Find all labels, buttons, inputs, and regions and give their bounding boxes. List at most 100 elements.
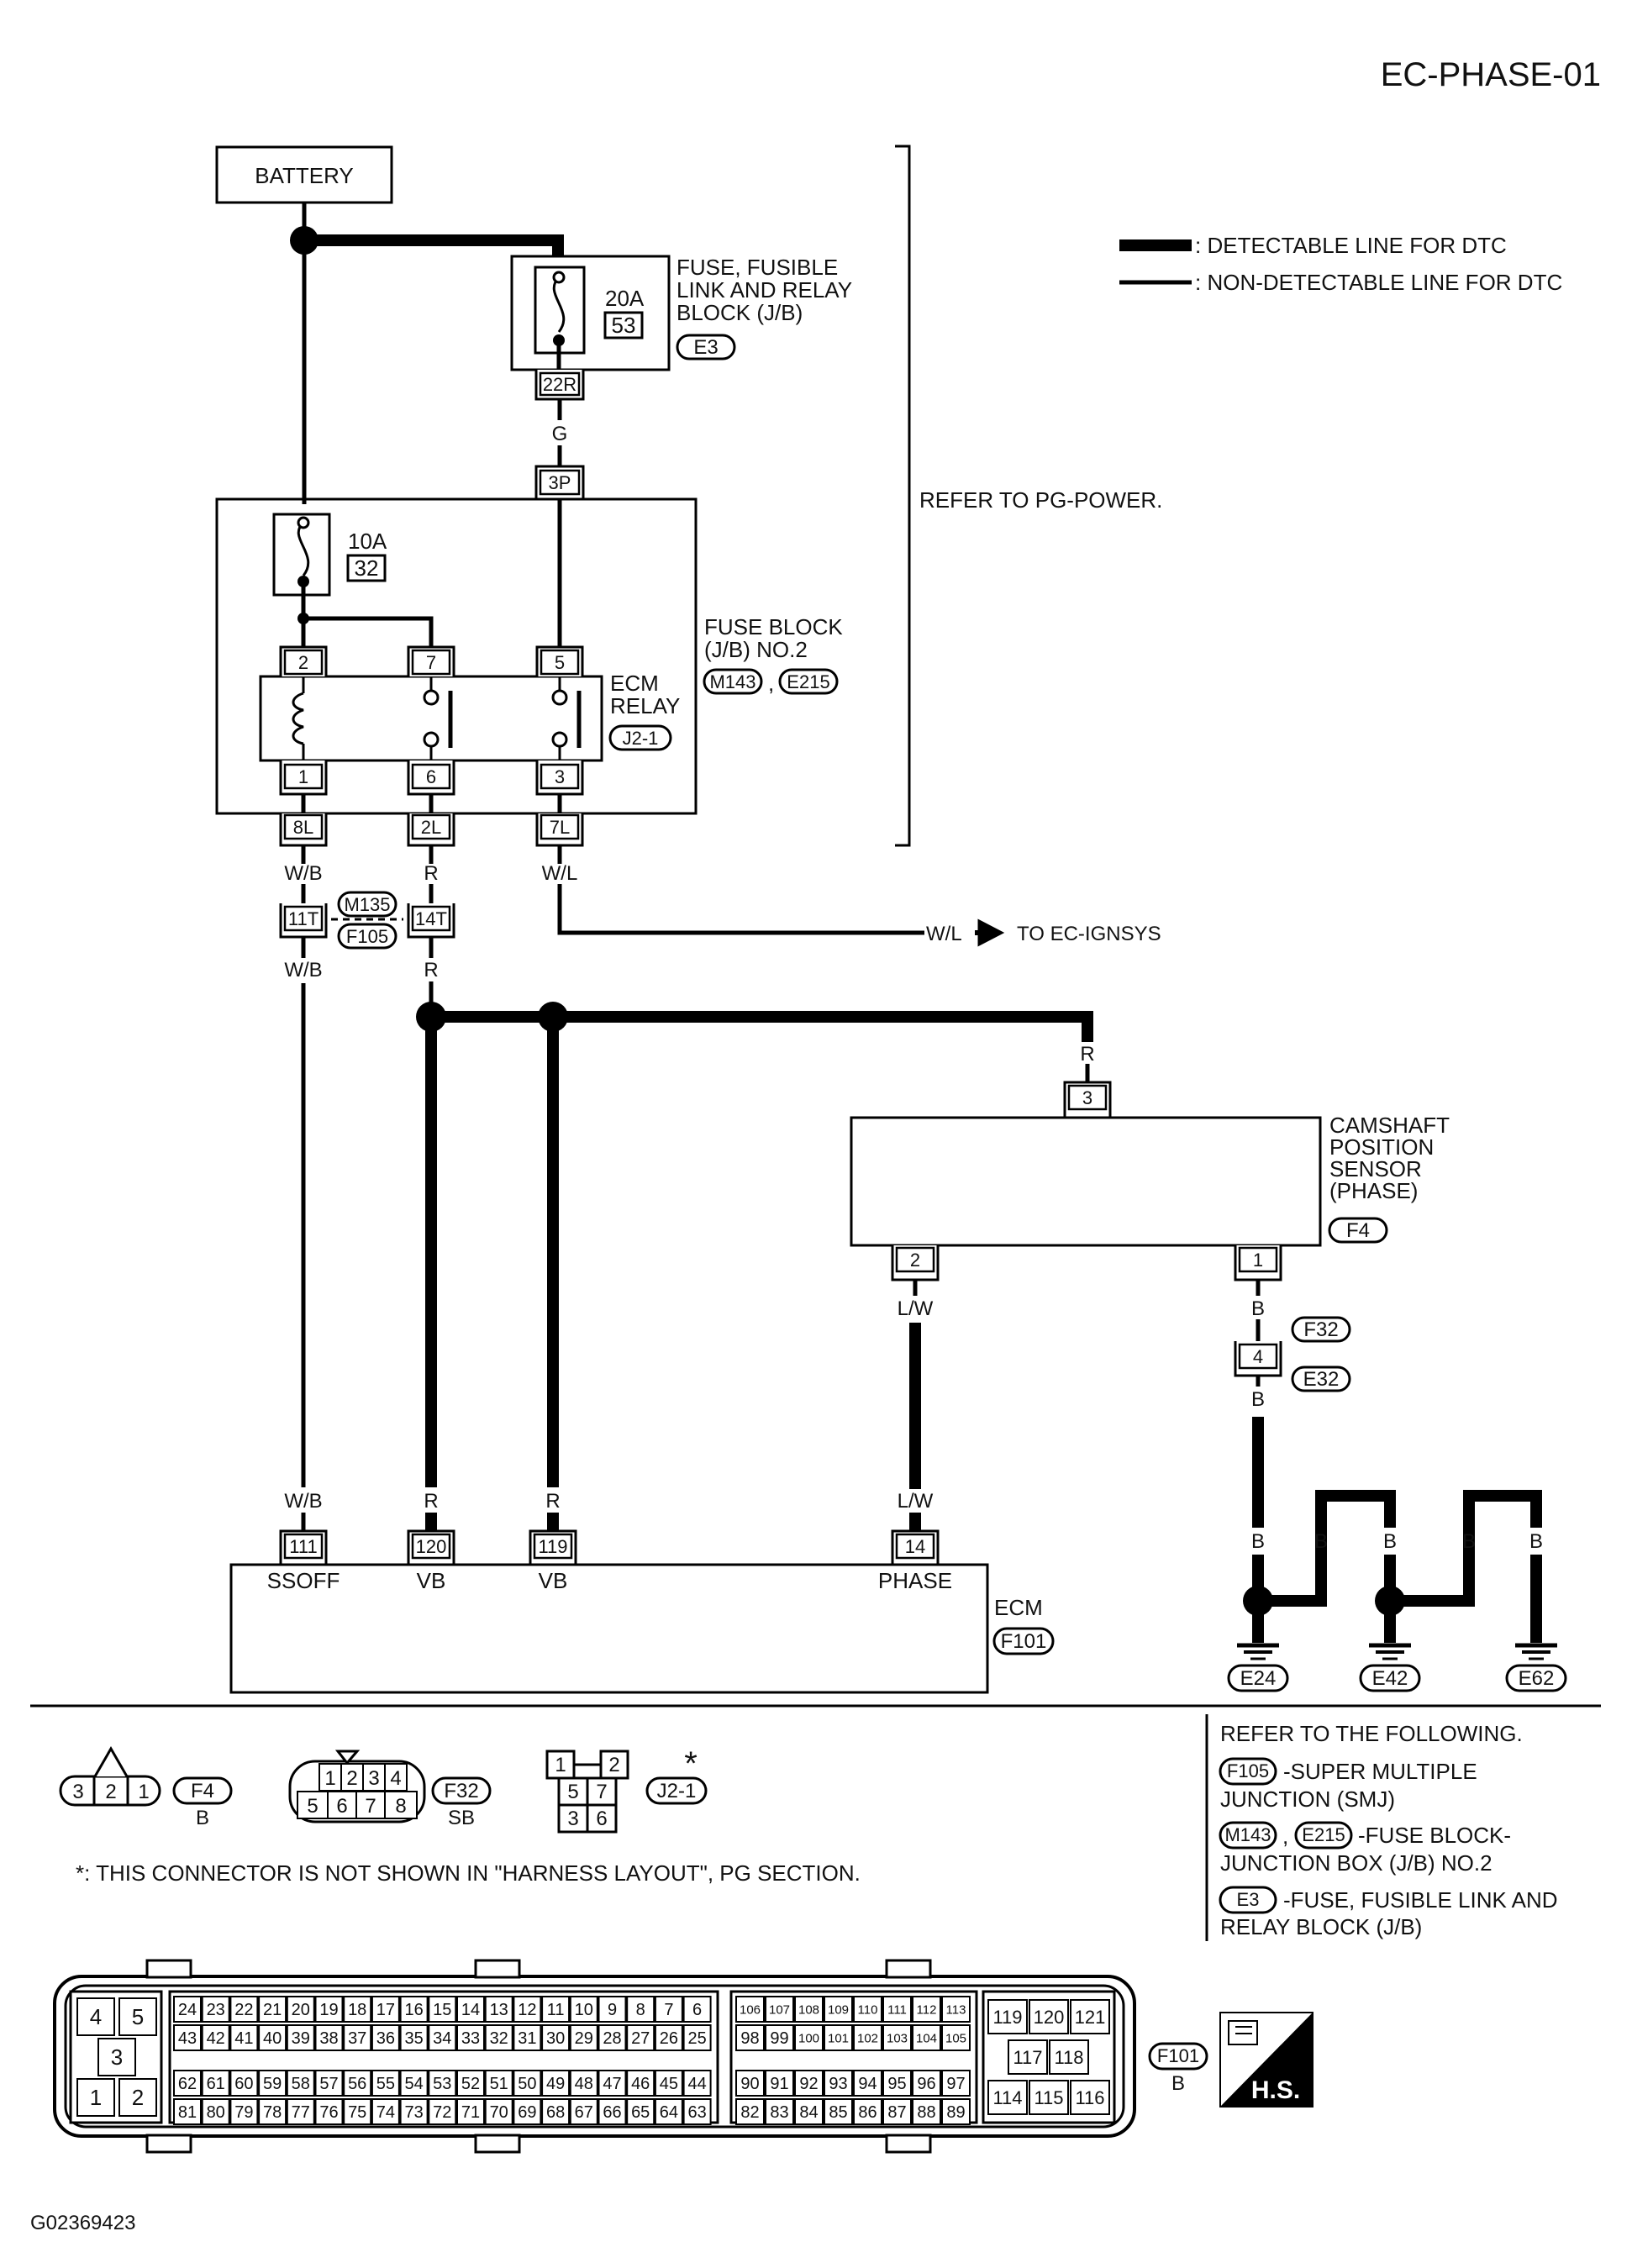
relay-pin-5: 5 [555,652,565,673]
ecm-conn-pin-103 [882,2024,912,2051]
ecm-conn-pin-48 [569,2070,598,2097]
ecm-conn-pin-6-label: 6 [692,2001,702,2019]
ecm-conn-pin-63-label: 63 [687,2103,706,2122]
ecm-pin-label-ssoff: SSOFF [267,1568,340,1593]
ecm-conn-pin-68-label: 68 [546,2103,565,2122]
ecm-conn-pin-14-label: 14 [461,2001,480,2019]
wire-b-label-1: B [1251,1297,1265,1320]
wire-r-to-cmp [431,1011,1093,1042]
cmp-pin-1 [1238,1246,1278,1273]
cmp-pin-3-label: 3 [1082,1087,1092,1108]
ecm-conn-pin-7-label: 7 [664,2001,673,2019]
ecm-conn-pin-57-label: 57 [319,2075,338,2093]
figure-id: G02369423 [30,2212,135,2234]
ecm-conn-pin-72 [428,2098,457,2125]
ecm-conn-pin-89 [941,2098,971,2125]
cmp-pin-2-label: 2 [910,1250,920,1271]
relay-pin-6: 6 [426,766,436,787]
ecm-relay-title-2: RELAY [610,693,680,718]
ecm-conn-pin-31-label: 31 [518,2029,536,2048]
conn-e215-badge [778,668,839,695]
ecm-conn-pin-87-label: 87 [887,2103,906,2122]
ecm-conn-pin-91-label: 91 [770,2075,788,2093]
ecm-conn-pin-102 [853,2024,882,2051]
ecm-conn-pin-117 [1008,2039,1048,2075]
refer-pg-power: REFER TO PG-POWER. [919,487,1162,513]
conn-m143-badge [703,668,763,695]
ecm-conn-pin-59 [258,2070,287,2097]
fuse-20a-rating: 20A [605,286,645,311]
ground-e24: E24 [1227,1643,1289,1692]
svg-text:*: * [684,1745,698,1782]
svg-text:,: , [1282,1823,1288,1849]
ecm-conn-pin-10-label: 10 [575,2001,593,2019]
ecm-conn-pin-38-label: 38 [319,2029,338,2048]
wire-wl-label-2: W/L [926,923,962,945]
ecm-conn-pin-19 [314,1996,344,2023]
ecm-conn-pin-74 [371,2098,400,2125]
terminal-3p-label: 3P [549,472,571,493]
ecm-conn-pin-90 [735,2070,765,2097]
ecm-conn-pin-36-label: 36 [376,2029,395,2048]
ecm-conn-pin-92 [794,2070,824,2097]
conn-j2-1-label: J2-1 [623,728,659,749]
ecm-conn-pin-83-label: 83 [770,2103,788,2122]
terminal-22r-label: 22R [543,374,576,395]
svg-text:2: 2 [346,1767,357,1790]
svg-text:1: 1 [90,2085,102,2110]
svg-text:-FUSE BLOCK-: -FUSE BLOCK- [1358,1823,1511,1848]
ecm-conn-pin-88 [912,2098,941,2125]
ecm-conn-pin-99-label: 99 [770,2029,788,2048]
wire-wl-label-1: W/L [542,862,578,885]
ecm-conn-pin-46 [626,2070,655,2097]
ecm-pin-label-phase: PHASE [878,1568,952,1593]
ecm-conn-pin-99 [765,2024,794,2051]
relay-coil-icon [292,692,304,745]
ecm-conn-pin-101 [824,2024,853,2051]
ecm-conn-pin-54-label: 54 [404,2075,423,2093]
ecm-conn-pin-17 [371,1996,400,2023]
ecm-conn-pin-71-label: 71 [461,2103,480,2122]
fuse-block-jb-title-3: BLOCK (J/B) [676,300,803,325]
ecm-conn-pin-36 [371,2024,400,2051]
ecm-conn-pin-111-label: 111 [887,2002,907,2017]
ecm-conn-pin-44-label: 44 [687,2075,706,2093]
svg-text:-FUSE, FUSIBLE LINK AND: -FUSE, FUSIBLE LINK AND [1283,1887,1558,1913]
svg-text:6: 6 [336,1795,347,1818]
ecm-conn-pin-38 [314,2024,344,2051]
ecm-conn-pin-69-label: 69 [518,2103,536,2122]
ecm-conn-pin-35-label: 35 [404,2029,423,2048]
svg-text:3: 3 [72,1781,83,1803]
ecm-conn-pin-12 [513,1996,542,2023]
ecm-conn-pin-100-label: 100 [798,2031,819,2045]
ecm-conn-pin-107-label: 107 [769,2002,790,2017]
ecm-conn-pin-108-label: 108 [798,2002,819,2017]
conn-f4-label: F4 [1346,1219,1370,1242]
legend-non-detectable: : NON-DETECTABLE LINE FOR DTC [1195,270,1562,295]
ecm-conn-pin-43-label: 43 [178,2029,197,2048]
ecm-conn-pin-116 [1070,2080,1110,2115]
fuse-block-no2-title-2: (J/B) NO.2 [704,637,808,662]
svg-text:2: 2 [132,2085,144,2110]
ecm-conn-pin-63 [682,2098,712,2125]
ground-e24-label: E24 [1240,1667,1277,1690]
ecm-conn-pin-27 [626,2024,655,2051]
fuse-53-box [603,311,644,339]
ecm-conn-pin-113 [941,1996,971,2023]
ecm-conn-pin-80-label: 80 [207,2103,225,2122]
wire-g-label: G [552,423,568,445]
conn-f101-view-label: F101 [1157,2045,1199,2066]
ecm-conn-pin-51-label: 51 [490,2075,508,2093]
ecm-conn-pin-22 [229,1996,259,2023]
ecm-pin-label-vb2: VB [539,1568,568,1593]
ecm-conn-pin-23 [201,1996,230,2023]
relay-top-pins: 2 7 5 [279,645,584,676]
ecm-conn-pin-24-label: 24 [178,2001,197,2019]
f32-pin-4-label: 4 [1253,1346,1263,1367]
ecm-conn-pin-64-label: 64 [660,2103,678,2122]
svg-text:J2-1: J2-1 [657,1780,697,1802]
ecm-conn-pin-31 [513,2024,542,2051]
conn-comma: , [768,671,774,696]
wire-b-label-4: B [1314,1530,1328,1553]
